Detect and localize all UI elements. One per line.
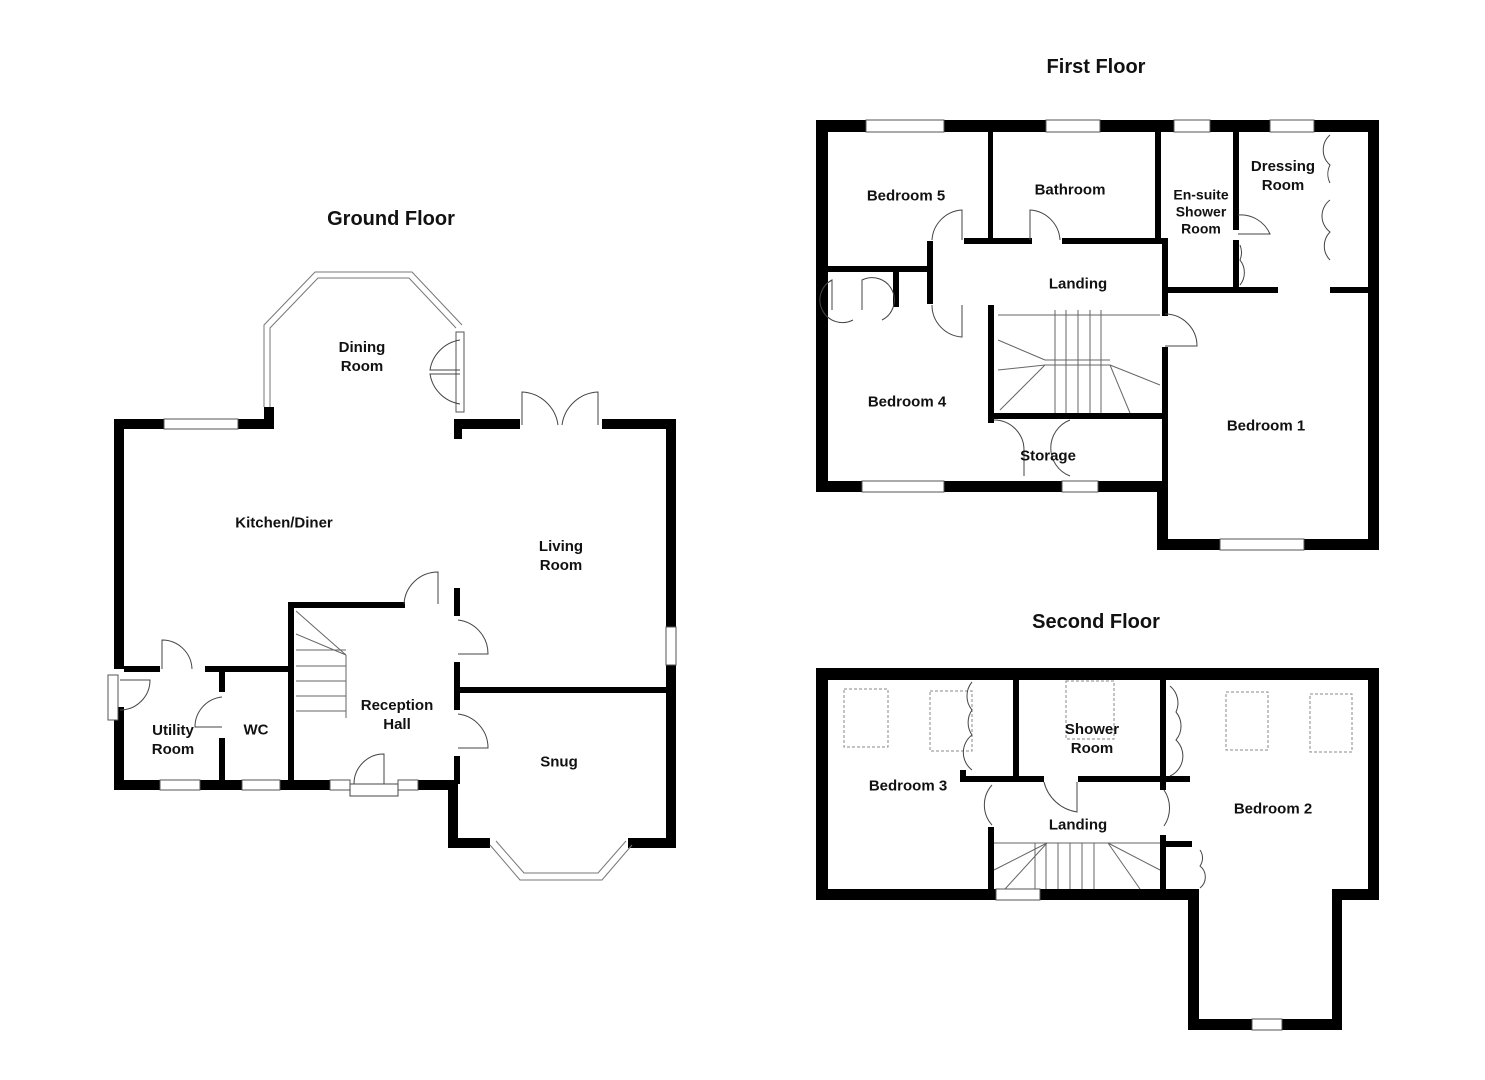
ground-floor-plan bbox=[107, 271, 677, 881]
room-label-living-room: Living Room bbox=[538, 538, 584, 574]
room-label-bedroom-4: Bedroom 4 bbox=[867, 393, 947, 411]
room-label-snug: Snug bbox=[540, 753, 578, 771]
first-floor-title: First Floor bbox=[1046, 56, 1146, 78]
room-label-bedroom-1: Bedroom 1 bbox=[1226, 417, 1306, 435]
ground-floor-title: Ground Floor bbox=[327, 208, 455, 230]
room-label-wc: WC bbox=[243, 721, 269, 739]
room-label-bedroom-5: Bedroom 5 bbox=[866, 187, 946, 205]
room-label-storage: Storage bbox=[1020, 447, 1076, 465]
room-label-bathroom: Bathroom bbox=[1034, 181, 1106, 199]
room-label-utility-room: Utility Room bbox=[151, 722, 195, 758]
room-label-dining-room: Dining Room bbox=[338, 339, 386, 375]
room-label-bedroom-2: Bedroom 2 bbox=[1233, 800, 1313, 818]
room-label-second-landing: Landing bbox=[1048, 816, 1108, 834]
second-floor-title: Second Floor bbox=[1032, 611, 1160, 633]
first-floor-plan bbox=[816, 119, 1379, 551]
second-floor-plan bbox=[816, 668, 1379, 1031]
room-label-bedroom-3: Bedroom 3 bbox=[868, 777, 948, 795]
room-label-dressing-room: Dressing Room bbox=[1250, 158, 1316, 194]
room-label-reception-hall: Reception Hall bbox=[360, 697, 434, 733]
room-label-kitchen-diner: Kitchen/Diner bbox=[235, 514, 333, 532]
room-label-ensuite-shower-room: En-suite Shower Room bbox=[1173, 186, 1229, 237]
room-label-first-landing: Landing bbox=[1048, 275, 1108, 293]
room-label-shower-room: Shower Room bbox=[1064, 721, 1120, 757]
